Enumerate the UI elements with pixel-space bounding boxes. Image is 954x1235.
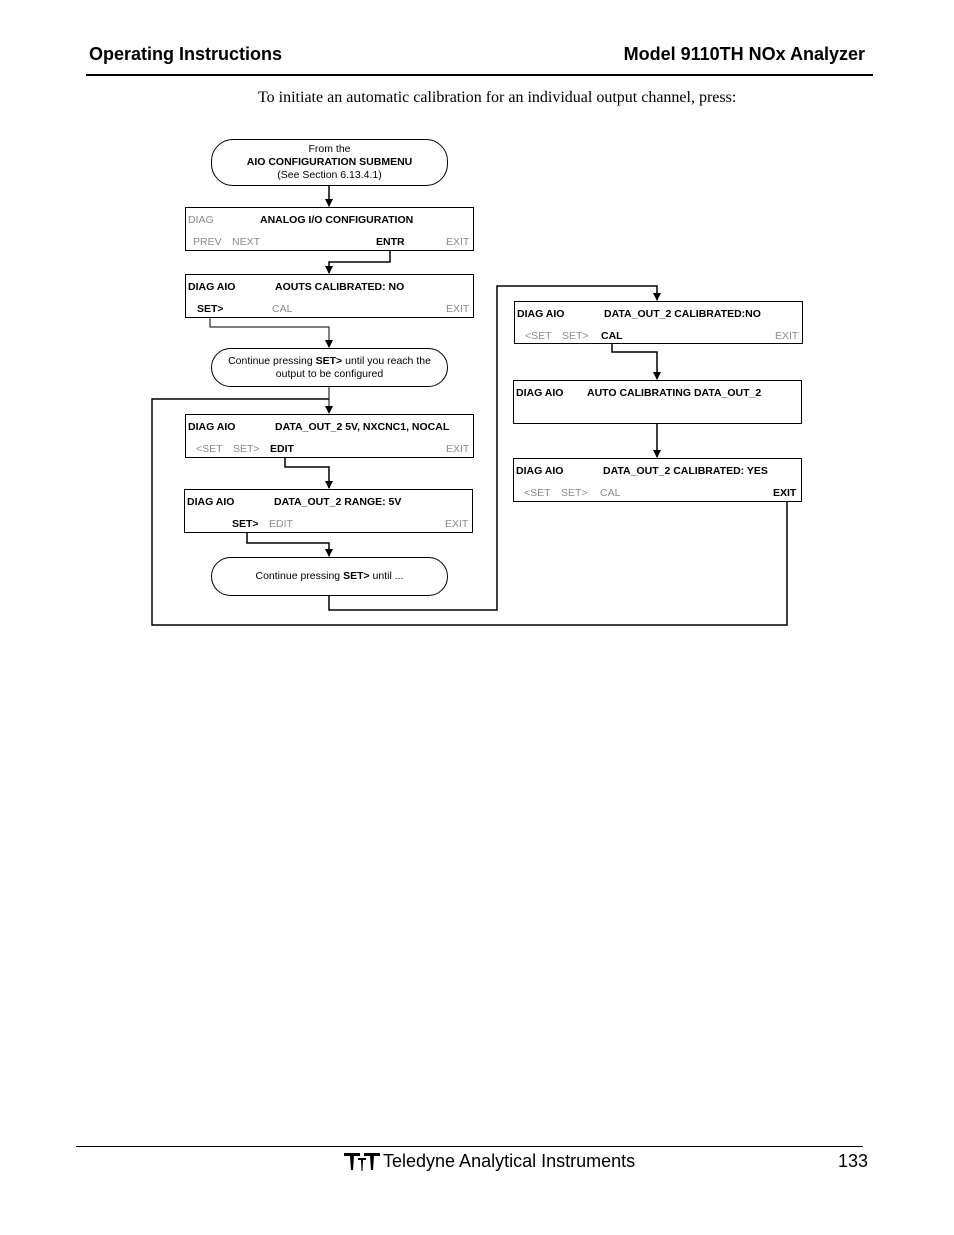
- exit-button[interactable]: EXIT: [773, 487, 797, 499]
- set-forward-button[interactable]: SET>: [233, 443, 260, 455]
- note2-pre: Continue pressing: [255, 570, 344, 582]
- set-forward-button[interactable]: SET>: [232, 518, 259, 530]
- entr-button[interactable]: ENTR: [376, 236, 405, 248]
- start-aio-submenu: From the AIO CONFIGURATION SUBMENU (See …: [211, 139, 448, 186]
- screen5-title: DATA_OUT_2 CALIBRATED:NO: [604, 308, 761, 320]
- note1-key: SET>: [315, 354, 343, 367]
- intro-text: To initiate an automatic calibration for…: [258, 89, 737, 106]
- note-continue-pressing-set: Continue pressing SET> until you reach t…: [211, 348, 448, 387]
- note1-post: until you reach the: [342, 354, 431, 367]
- set-back-button[interactable]: <SET: [524, 487, 551, 499]
- footer-rule: [76, 1146, 863, 1147]
- screen-aouts-calibrated: DIAG AIO AOUTS CALIBRATED: NO SET> CAL E…: [185, 274, 474, 318]
- note-continue-pressing-set-until: Continue pressing SET> until ...: [211, 557, 448, 596]
- note1-pre: Continue pressing: [228, 354, 316, 367]
- set-forward-button[interactable]: SET>: [561, 487, 588, 499]
- screen2-title: AOUTS CALIBRATED: NO: [275, 281, 405, 293]
- exit-button[interactable]: EXIT: [446, 303, 470, 315]
- screen-data-out-2-calibrated-yes: DIAG AIO DATA_OUT_2 CALIBRATED: YES <SET…: [513, 458, 802, 502]
- arrow-cal-to-auto-calibrating: [611, 342, 661, 380]
- note2-post: until ...: [369, 570, 404, 582]
- screen5-mode: DIAG AIO: [517, 308, 565, 320]
- footer-company: Teledyne Analytical Instruments: [383, 1151, 636, 1171]
- screen-analog-io-configuration: DIAG ANALOG I/O CONFIGURATION PREV NEXT …: [185, 207, 474, 251]
- screen6-title: AUTO CALIBRATING DATA_OUT_2: [587, 387, 762, 399]
- prev-button[interactable]: PREV: [193, 236, 222, 248]
- arrow-set-to-note2: [246, 532, 333, 557]
- screen-data-out-2-calibrated-no: DIAG AIO DATA_OUT_2 CALIBRATED:NO <SET S…: [514, 301, 803, 344]
- screen7-mode: DIAG AIO: [516, 465, 564, 477]
- cal-button[interactable]: CAL: [600, 487, 621, 499]
- start-line2: AIO CONFIGURATION SUBMENU: [246, 156, 413, 168]
- loop-return-line: [151, 398, 788, 626]
- next-button[interactable]: NEXT: [232, 236, 261, 248]
- screen1-mode: DIAG: [188, 214, 214, 226]
- exit-button[interactable]: EXIT: [775, 330, 799, 342]
- arrow-entr-to-aouts: [325, 250, 391, 274]
- screen7-title: DATA_OUT_2 CALIBRATED: YES: [603, 465, 768, 477]
- arrow-note2-to-calibrated-no: [328, 285, 661, 611]
- note1-line1: Continue pressing SET> until you reach t…: [228, 355, 431, 368]
- set-back-button[interactable]: <SET: [196, 443, 223, 455]
- cal-button[interactable]: CAL: [272, 303, 293, 315]
- page-number: 133: [838, 1151, 869, 1171]
- cal-button[interactable]: CAL: [601, 330, 623, 342]
- edit-button[interactable]: EDIT: [270, 443, 294, 455]
- screen-auto-calibrating: DIAG AIO AUTO CALIBRATING DATA_OUT_2: [513, 380, 802, 424]
- exit-button[interactable]: EXIT: [445, 518, 469, 530]
- screen2-mode: DIAG AIO: [188, 281, 236, 293]
- arrow-set-to-note1: [209, 316, 333, 348]
- set-forward-button[interactable]: SET>: [197, 303, 224, 315]
- note2-key: SET>: [343, 570, 370, 582]
- arrow-edit-to-range: [284, 456, 333, 489]
- note2-line1: Continue pressing SET> until ...: [256, 570, 404, 583]
- set-back-button[interactable]: <SET: [525, 330, 552, 342]
- exit-button[interactable]: EXIT: [446, 443, 470, 455]
- screen-data-out-2: DIAG AIO DATA_OUT_2 5V, NXCNC1, NOCAL <S…: [185, 414, 474, 458]
- teledyne-logo-icon: [344, 1153, 380, 1171]
- screen-data-out-2-range: DIAG AIO DATA_OUT_2 RANGE: 5V SET> EDIT …: [184, 489, 473, 533]
- screen4-title: DATA_OUT_2 RANGE: 5V: [274, 496, 402, 508]
- screen3-title: DATA_OUT_2 5V, NXCNC1, NOCAL: [275, 421, 450, 433]
- edit-button[interactable]: EDIT: [269, 518, 293, 530]
- screen6-mode: DIAG AIO: [516, 387, 564, 399]
- note1-line2: output to be configured: [275, 367, 384, 380]
- exit-button[interactable]: EXIT: [446, 236, 470, 248]
- set-forward-button[interactable]: SET>: [562, 330, 589, 342]
- screen4-mode: DIAG AIO: [187, 496, 235, 508]
- screen3-mode: DIAG AIO: [188, 421, 236, 433]
- header-model-title: Model 9110TH NOx Analyzer: [623, 44, 865, 64]
- start-line1: From the: [308, 143, 351, 155]
- header-rule: [86, 74, 873, 76]
- header-section-title: Operating Instructions: [89, 44, 283, 64]
- screen1-title: ANALOG I/O CONFIGURATION: [260, 214, 414, 226]
- start-line3: (See Section 6.13.4.1): [277, 169, 382, 181]
